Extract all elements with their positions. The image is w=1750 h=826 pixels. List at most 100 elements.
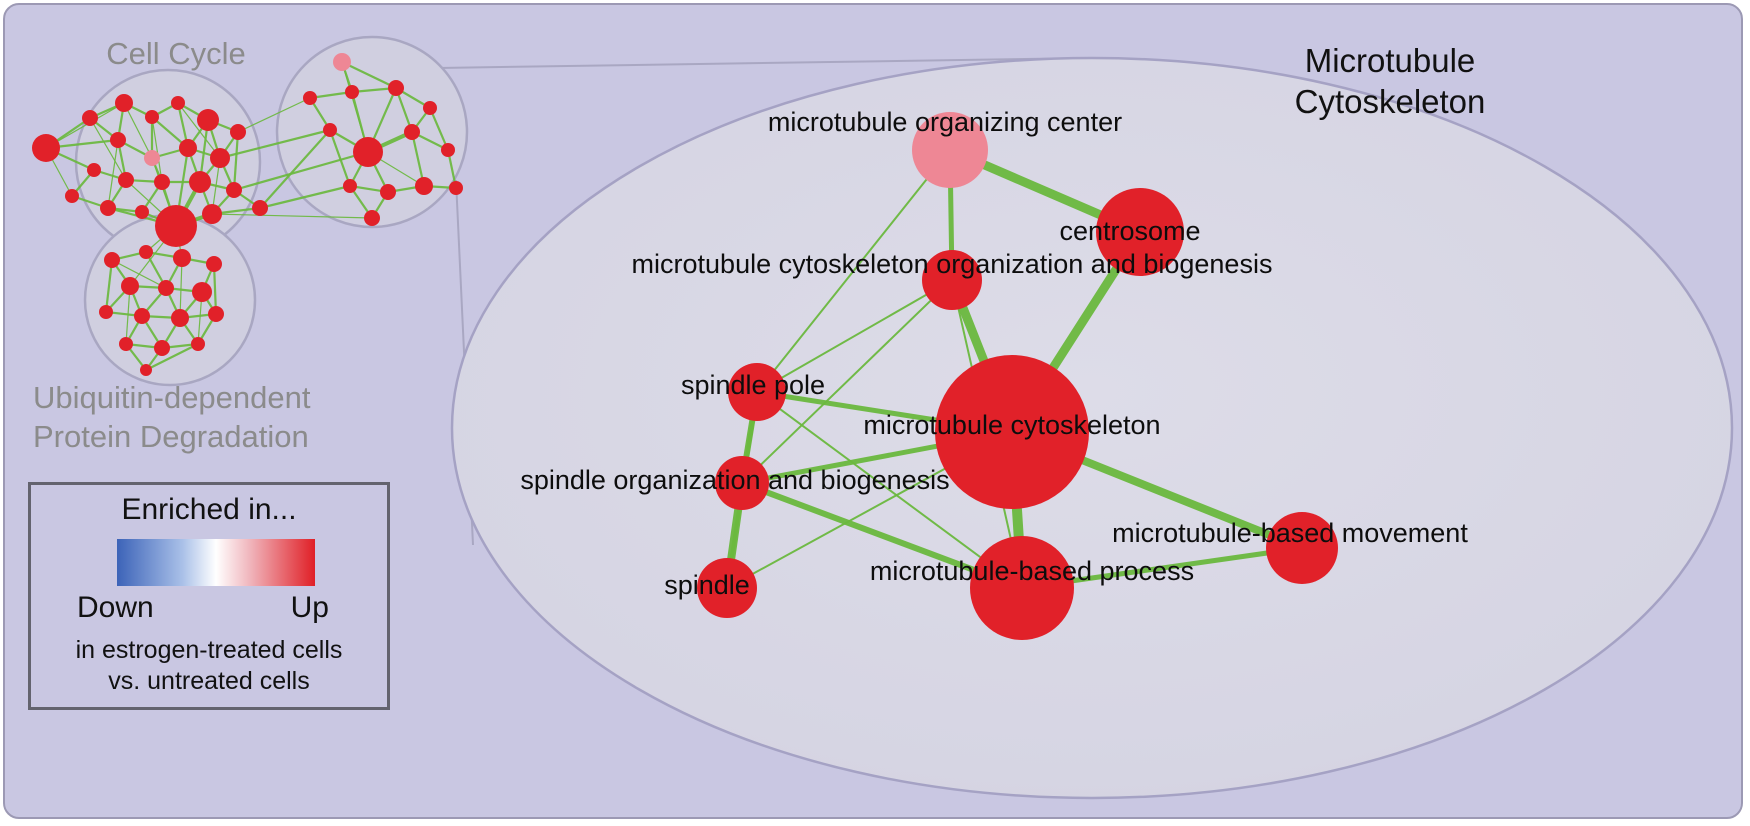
legend-title: Enriched in...: [121, 493, 297, 526]
overview-node: [210, 148, 230, 168]
overview-node: [32, 134, 60, 162]
overview-edge: [151, 116, 163, 183]
overview-edge: [211, 213, 373, 219]
overview-node: [154, 174, 170, 190]
overview-edge: [104, 259, 114, 313]
overview-node: [323, 123, 337, 137]
overview-edge: [177, 102, 221, 159]
overview-cluster-circle-1: [275, 35, 469, 229]
overview-edge: [309, 90, 353, 100]
overview-node: [179, 139, 197, 157]
overview-edge: [259, 129, 331, 209]
node-label-centrosome: centrosome: [1059, 216, 1200, 246]
overview-node: [158, 280, 174, 296]
overview-node: [144, 150, 160, 166]
overview-node: [388, 80, 404, 96]
detail-edge: [741, 279, 953, 484]
overview-node: [99, 305, 113, 319]
node-microtubule-organizing-center: [912, 112, 988, 188]
overview-node: [208, 306, 224, 322]
overview-node: [100, 200, 116, 216]
overview-edge: [145, 343, 199, 371]
overview-edge: [428, 107, 450, 151]
overview-node: [171, 96, 185, 110]
overview-node: [226, 182, 242, 198]
detail-title-line1: Microtubule: [1304, 42, 1476, 79]
legend-box: Enriched in... Down Up in estrogen-treat…: [28, 482, 390, 710]
detail-title-line2: Cytoskeleton: [1294, 83, 1486, 120]
overview-edge: [107, 139, 119, 209]
gradient-bar: [117, 539, 315, 586]
overview-node: [380, 184, 396, 200]
overview-node: [87, 163, 101, 177]
overview-edge: [410, 131, 426, 187]
node-centrosome: [1096, 188, 1184, 276]
zoom-connector-line: [437, 57, 1093, 69]
legend-caption-line1: in estrogen-treated cells: [75, 636, 343, 664]
overview-node: [423, 101, 437, 115]
overview-node: [118, 172, 134, 188]
legend-caption-line2: vs. untreated cells: [108, 667, 310, 695]
overview-node: [197, 109, 219, 131]
node-microtubule-cytoskeleton-organization-and-biogenesis: [922, 250, 982, 310]
node-spindle-organization-and-biogenesis: [715, 456, 769, 510]
legend-caption: in estrogen-treated cells vs. untreated …: [31, 635, 387, 697]
overview-node: [192, 282, 212, 302]
overview-edge: [111, 259, 167, 289]
cluster-label-ubiquitin: Ubiquitin-dependent Protein Degradation: [33, 378, 311, 456]
overview-node: [191, 337, 205, 351]
overview-node: [65, 189, 79, 203]
node-label-microtubule-organizing-center: microtubule organizing center: [768, 107, 1122, 137]
node-label-spindle-pole: spindle pole: [681, 370, 825, 400]
overview-node: [449, 181, 463, 195]
overview-node: [145, 110, 159, 124]
overview-node: [104, 252, 120, 268]
overview-node: [345, 85, 359, 99]
overview-node: [353, 137, 383, 167]
overview-node: [252, 200, 268, 216]
overview-node: [343, 179, 357, 193]
legend-down-label: Down: [77, 591, 154, 624]
node-spindle-pole: [728, 363, 786, 421]
overview-edge: [233, 150, 369, 192]
overview-node: [230, 124, 246, 140]
overview-edge: [179, 257, 183, 319]
node-microtubule-based-movement: [1266, 512, 1338, 584]
cluster-label-cell-cycle: Cell Cycle: [106, 36, 246, 71]
overview-node: [415, 177, 433, 195]
overview-node: [134, 308, 150, 324]
overview-node: [119, 337, 133, 351]
overview-node: [139, 245, 153, 259]
overview-edge: [232, 131, 240, 191]
overview-edge: [45, 102, 125, 149]
overview-node: [155, 205, 197, 247]
node-label-microtubule-cytoskeleton-organization-and-biogenesis: microtubule cytoskeleton organization an…: [632, 249, 1273, 279]
overview-edge: [123, 102, 153, 159]
overview-node: [110, 132, 126, 148]
detail-ellipse: [450, 56, 1734, 800]
overview-edge: [237, 97, 311, 133]
overview-edge: [259, 184, 351, 210]
overview-edge: [328, 129, 352, 187]
node-microtubule-cytoskeleton: [935, 355, 1089, 509]
overview-node: [333, 53, 351, 71]
node-spindle: [697, 558, 757, 618]
overview-node: [364, 210, 380, 226]
detail-title-microtubule-cytoskeleton: Microtubule Cytoskeleton: [1255, 40, 1525, 122]
node-microtubule-based-process: [970, 536, 1074, 640]
overview-node: [404, 124, 420, 140]
node-label-microtubule-based-movement: microtubule-based movement: [1112, 518, 1468, 548]
node-label-microtubule-cytoskeleton: microtubule cytoskeleton: [863, 410, 1160, 440]
overview-node: [115, 94, 133, 112]
overview-node: [303, 91, 317, 105]
node-label-spindle-organization-and-biogenesis: spindle organization and biogenesis: [520, 465, 949, 495]
ubiquitin-label-line2: Protein Degradation: [33, 419, 309, 454]
ubiquitin-label-line1: Ubiquitin-dependent: [33, 380, 311, 415]
overview-node: [121, 277, 139, 295]
overview-node: [154, 340, 170, 356]
node-label-spindle: spindle: [664, 570, 750, 600]
overview-edge: [89, 117, 127, 181]
overview-node: [82, 110, 98, 126]
